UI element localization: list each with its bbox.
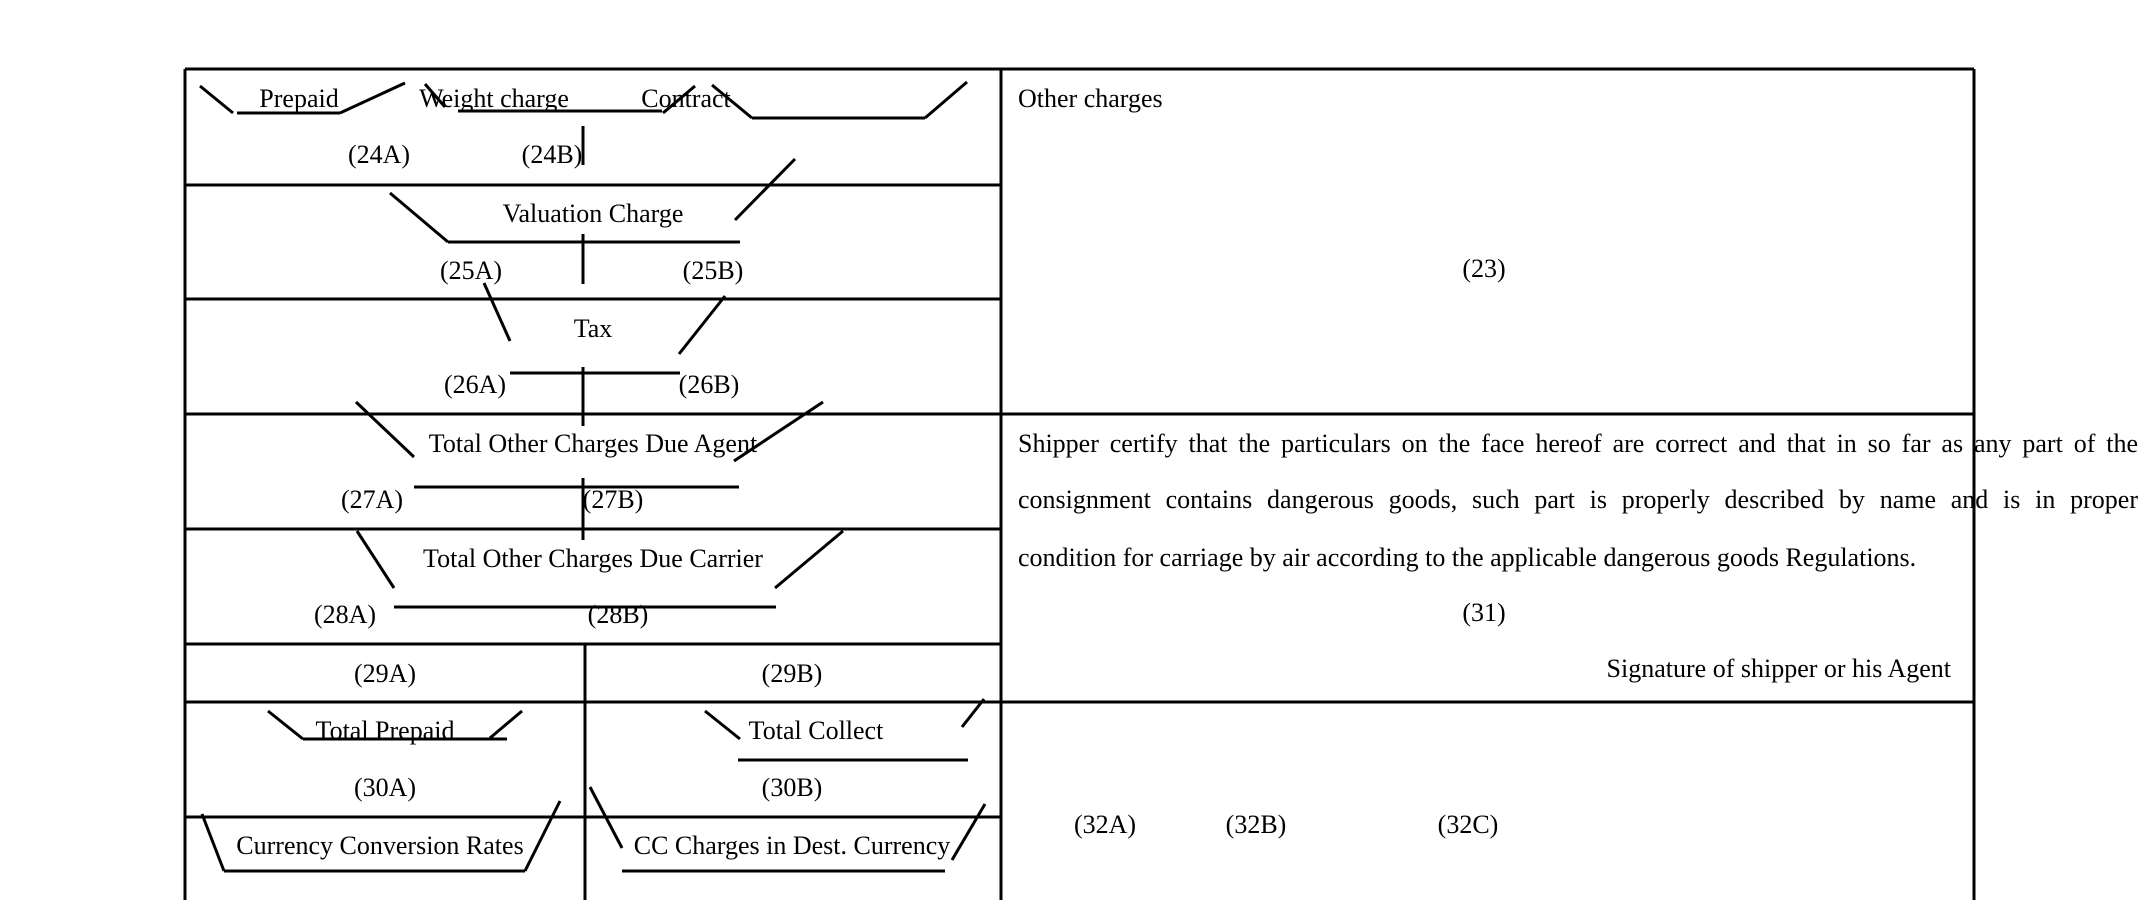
box-29a: (29A): [353, 659, 417, 688]
signature-label: Signature of shipper or his Agent: [1606, 654, 1951, 683]
certification-line-2: consignment contains dangerous goods, su…: [1018, 485, 2138, 514]
certification-line-1: Shipper certify that the particulars on …: [1018, 429, 2138, 458]
currency-conversion-rates-label: Currency Conversion Rates: [236, 831, 524, 860]
box-27b: (27B): [582, 485, 644, 514]
contract-label: Contract: [641, 84, 731, 113]
box-32c: (32C): [1437, 810, 1499, 839]
box-24a: (24A): [347, 140, 411, 169]
box-25a: (25A): [439, 256, 503, 285]
box-28a: (28A): [313, 600, 377, 629]
box-31: (31): [1462, 598, 1506, 627]
box-27a: (27A): [340, 485, 404, 514]
box-30a: (30A): [353, 773, 417, 802]
valuation-charge-label: Valuation Charge: [502, 199, 684, 228]
box-30b: (30B): [761, 773, 823, 802]
total-collect-label: Total Collect: [748, 716, 884, 745]
box-26a: (26A): [443, 370, 507, 399]
box-32a: (32A): [1073, 810, 1137, 839]
box-28b: (28B): [587, 600, 649, 629]
certification-line-3: condition for carriage by air according …: [1018, 543, 1917, 572]
total-other-charges-carrier-label: Total Other Charges Due Carrier: [423, 544, 763, 573]
tax-label: Tax: [573, 314, 613, 343]
box-32b: (32B): [1225, 810, 1287, 839]
other-charges-label: Other charges: [1018, 84, 1163, 113]
box-29b: (29B): [761, 659, 823, 688]
prepaid-label: Prepaid: [259, 84, 339, 113]
total-prepaid-label: Total Prepaid: [315, 716, 455, 745]
total-other-charges-agent-label: Total Other Charges Due Agent: [428, 429, 758, 458]
weight-charge-label: Weight charge: [419, 84, 569, 113]
box-26b: (26B): [678, 370, 740, 399]
box-25b: (25B): [682, 256, 744, 285]
box-23: (23): [1462, 254, 1506, 283]
cc-charges-dest-currency-label: CC Charges in Dest. Currency: [633, 831, 951, 860]
box-24b: (24B): [521, 140, 583, 169]
